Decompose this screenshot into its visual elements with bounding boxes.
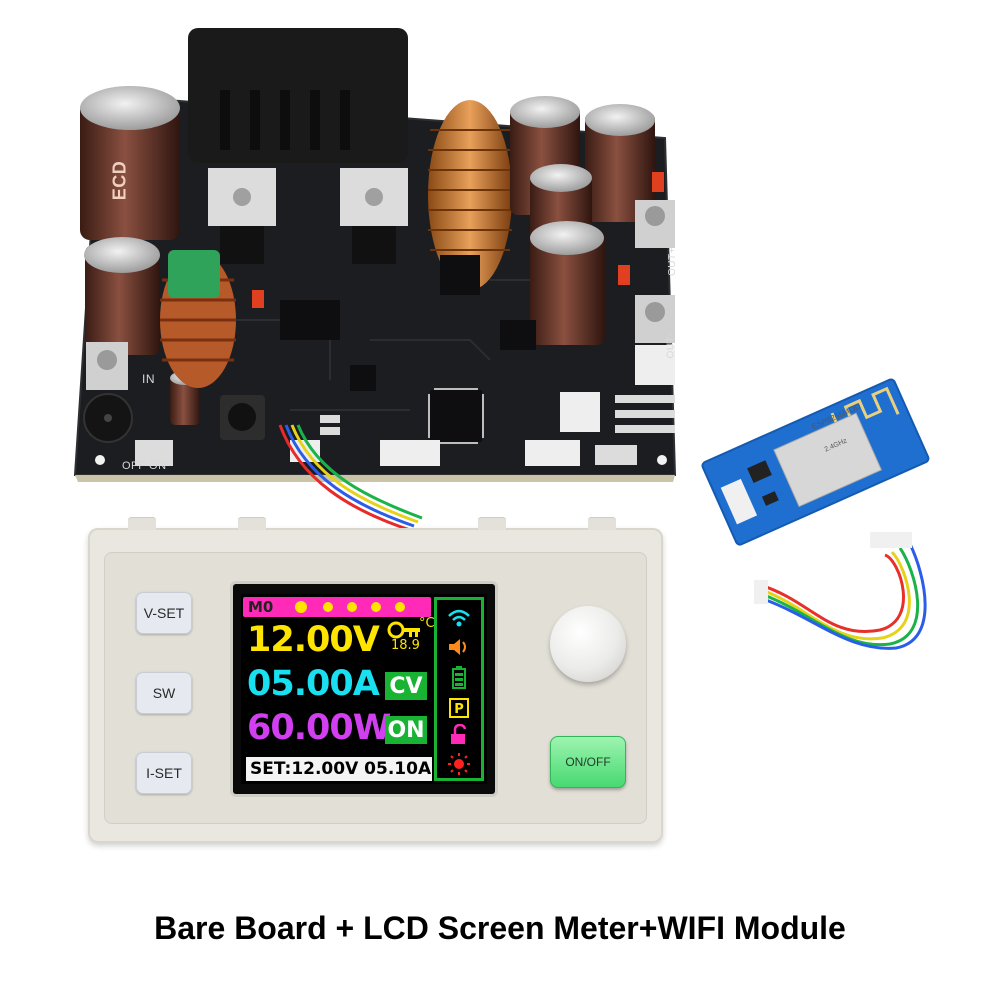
mode-dot — [323, 602, 333, 612]
panel-clip — [238, 518, 266, 530]
vset-button[interactable]: V-SET — [136, 592, 192, 634]
mode-dot — [347, 602, 357, 612]
encoder-knob[interactable] — [550, 606, 626, 682]
output-plus-label: OUT+ — [666, 247, 678, 276]
mode-dot — [371, 602, 381, 612]
current-reading: 05.00A — [247, 664, 380, 704]
lcd-meter-panel: V-SET SW I-SET M0 12.00V 05.00A 60.00W — [88, 518, 663, 843]
battery-icon — [452, 666, 466, 689]
input-label: IN — [142, 372, 155, 386]
temperature-reading: 18.9 — [391, 638, 420, 653]
output-minus-label: OUT- — [665, 332, 677, 359]
power-reading: 60.00W — [247, 708, 391, 748]
speaker-icon — [449, 639, 466, 655]
wifi-icon — [448, 609, 470, 627]
panel-clip — [478, 518, 506, 530]
mode-dot-active — [295, 601, 307, 613]
brightness-icon — [448, 753, 470, 775]
connection-cable — [750, 520, 1000, 660]
set-values: SET:12.00V 05.10A — [246, 757, 432, 781]
memory-mode-bar: M0 — [243, 597, 431, 617]
wifi-module-board — [701, 378, 930, 546]
output-status-badge: ON — [385, 716, 427, 744]
cable-illustration — [754, 532, 927, 650]
lcd-bezel: M0 12.00V 05.00A 60.00W °C 18.9 CV ON S — [233, 584, 495, 794]
panel-clip — [588, 518, 616, 530]
voltage-reading: 12.00V — [247, 620, 380, 660]
iset-button[interactable]: I-SET — [136, 752, 192, 794]
thermometer-icon — [387, 621, 420, 639]
p-icon: P — [449, 698, 469, 718]
panel-clip — [128, 518, 156, 530]
sw-button[interactable]: SW — [136, 672, 192, 714]
memory-mode-label: M0 — [248, 598, 274, 616]
onoff-button[interactable]: ON/OFF — [550, 736, 626, 788]
status-icon-bar: P — [434, 597, 484, 781]
ribbon-cable — [278, 424, 423, 532]
temp-unit: °C — [419, 616, 435, 631]
mode-dot — [395, 602, 405, 612]
wifi-module: ESP8266MOD 2.4GHz — [700, 360, 940, 560]
product-caption: Bare Board + LCD Screen Meter+WIFI Modul… — [154, 910, 846, 946]
svg-text:P: P — [454, 702, 464, 717]
power-switch-label: OFF ON — [122, 460, 167, 472]
capacitor-text: ECD — [109, 160, 130, 201]
cv-status-badge: CV — [385, 672, 427, 700]
pcb-illustration — [73, 28, 677, 482]
unlock-icon — [451, 724, 467, 744]
bare-board: ECD IN OFF ON OUT+ OUT- — [70, 20, 690, 490]
lcd-screen: M0 12.00V 05.00A 60.00W °C 18.9 CV ON S — [241, 594, 487, 784]
